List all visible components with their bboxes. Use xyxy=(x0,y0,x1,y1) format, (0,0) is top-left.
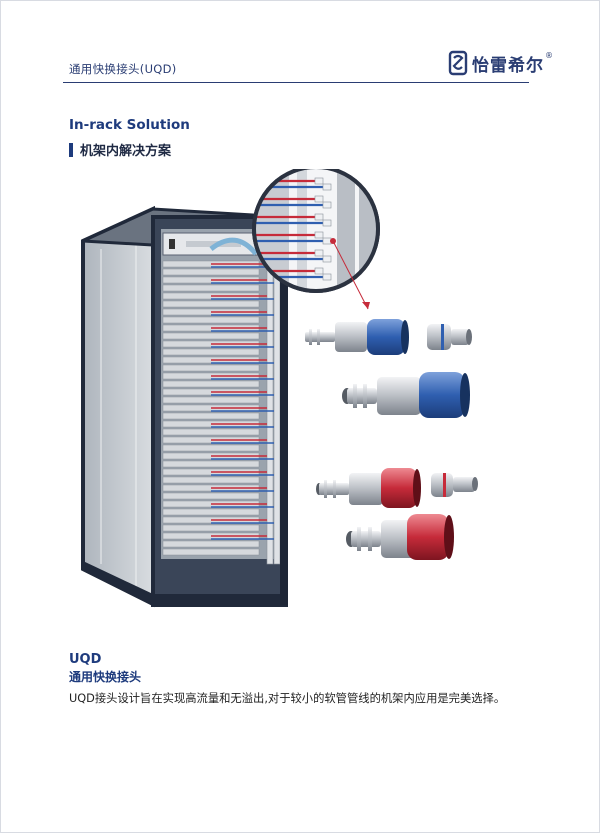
uqd-red-plug-small xyxy=(431,473,478,497)
registered-mark-icon: ® xyxy=(545,50,553,60)
rack-illustration xyxy=(81,169,478,608)
section-marker-bar xyxy=(69,142,73,157)
uqd-blue-plug-small xyxy=(427,324,472,350)
coolant-manifold xyxy=(209,237,281,565)
section-heading: 机架内解决方案 xyxy=(69,140,171,159)
product-description: UQD接头设计旨在实现高流量和无溢出,对于较小的软管管线的机架内应用是完美选择。 xyxy=(69,692,506,705)
section-title-en: In-rack Solution xyxy=(69,117,190,133)
header-divider xyxy=(63,82,529,83)
uqd-blue-connector-small xyxy=(305,319,409,355)
uqd-red-connector-large xyxy=(346,514,454,560)
uqd-red-connector-small xyxy=(316,468,421,508)
section-title-cn: 机架内解决方案 xyxy=(80,144,172,159)
header-title: 通用快换接头(UQD) xyxy=(69,62,177,76)
uqd-blue-connector-large xyxy=(342,372,470,418)
brand-logo-icon xyxy=(448,50,468,76)
brand-logo: 怡雷希尔 ® xyxy=(448,48,553,78)
product-name: UQD xyxy=(69,652,102,667)
rack-side-panel xyxy=(81,205,155,608)
zoom-pointer-arrow xyxy=(362,302,370,309)
product-subtitle: 通用快换接头 xyxy=(69,670,142,684)
zoom-pointer-line xyxy=(332,240,369,310)
brand-name: 怡雷希尔 xyxy=(472,55,544,76)
zoom-detail-lens xyxy=(252,169,380,293)
